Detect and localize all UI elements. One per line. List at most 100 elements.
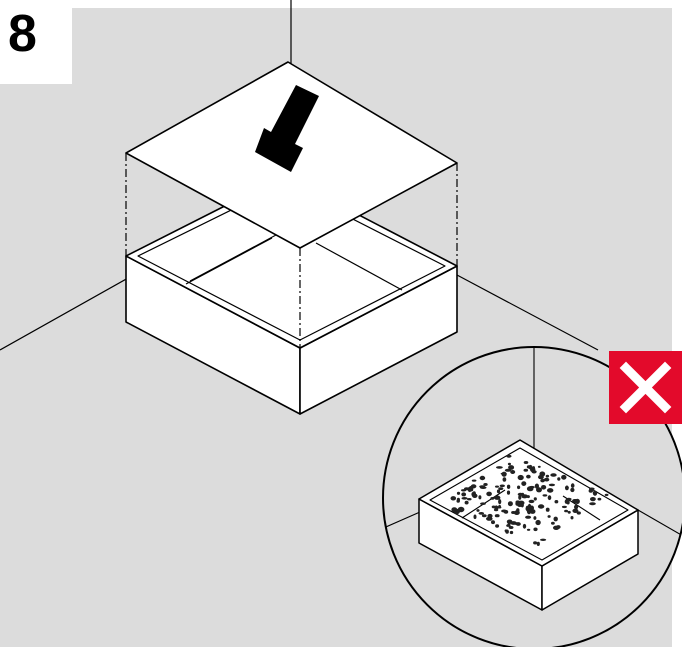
- debris-particle: [498, 487, 504, 490]
- debris-particle: [567, 510, 571, 514]
- debris-particle: [508, 465, 515, 470]
- debris-particle: [545, 507, 550, 512]
- down-arrow-icon: [255, 85, 319, 172]
- debris-particle: [513, 510, 520, 515]
- debris-particle: [461, 492, 467, 497]
- debris-particle: [529, 485, 535, 489]
- debris-particle: [604, 493, 609, 497]
- debris-particle: [547, 495, 552, 501]
- page-border-top: [0, 0, 682, 8]
- debris-particle: [518, 494, 522, 500]
- debris-particle: [506, 490, 511, 495]
- debris-particle: [498, 499, 502, 505]
- debris-particle: [521, 495, 528, 499]
- debris-particle: [516, 502, 523, 508]
- debris-particle: [588, 489, 593, 493]
- debris-particle: [494, 514, 500, 518]
- debris-particle: [494, 495, 501, 500]
- debris-particle: [473, 514, 477, 520]
- debris-particle: [542, 494, 548, 497]
- debris-particle: [538, 474, 544, 480]
- debris-particle: [495, 485, 499, 488]
- debris-particle: [464, 487, 470, 491]
- debris-particle: [537, 465, 541, 468]
- debris-particle: [547, 515, 551, 518]
- debris-particle: [507, 523, 511, 527]
- debris-particle: [472, 493, 478, 498]
- debris-particle: [487, 513, 493, 519]
- x-mark-icon: [609, 351, 682, 424]
- debris-particle: [536, 541, 540, 547]
- debris-particle: [543, 478, 548, 481]
- debris-particle: [496, 506, 502, 509]
- debris-particle: [551, 521, 555, 525]
- debris-particle: [526, 528, 531, 531]
- debris-particle: [461, 497, 468, 500]
- debris-particle: [464, 500, 469, 505]
- debris-particle: [526, 465, 532, 469]
- debris-particle: [547, 488, 554, 493]
- debris-particle: [533, 497, 537, 501]
- debris-particle: [478, 512, 485, 515]
- debris-particle: [533, 541, 538, 545]
- step-number: 8: [0, 0, 72, 84]
- debris-particle: [509, 530, 514, 535]
- debris-particle: [535, 519, 541, 526]
- debris-particle: [476, 509, 480, 512]
- debris-particle: [497, 489, 501, 493]
- debris-particle: [548, 483, 556, 487]
- debris-particle: [499, 484, 505, 488]
- debris-particle: [570, 487, 575, 493]
- debris-particle: [566, 497, 572, 501]
- debris-particle: [510, 470, 516, 474]
- debris-particle: [528, 499, 535, 504]
- debris-particle: [510, 521, 517, 525]
- guide-lines: [125, 153, 458, 348]
- debris-particle: [479, 485, 485, 488]
- debris-particle: [501, 509, 508, 513]
- debris-particle: [574, 504, 579, 510]
- debris-particle: [523, 468, 529, 472]
- debris-particle: [553, 516, 558, 522]
- debris-particle: [491, 505, 496, 509]
- debris-particle: [506, 454, 512, 458]
- debris-particle: [537, 504, 545, 509]
- debris-particle: [541, 485, 547, 490]
- debris-particle: [486, 491, 492, 497]
- debris-particle: [570, 483, 575, 488]
- debris-particle: [483, 483, 488, 486]
- debris-particle: [554, 500, 559, 504]
- debris-particle: [592, 490, 598, 496]
- debris-particle: [553, 525, 560, 530]
- debris-particle: [522, 523, 527, 529]
- debris-particle: [533, 527, 538, 532]
- debris-particle: [451, 507, 458, 513]
- debris-particle: [525, 515, 532, 519]
- debris-particle: [490, 497, 495, 500]
- debris-particle: [507, 501, 513, 507]
- debris-particle: [540, 538, 547, 541]
- debris-particle: [495, 524, 500, 528]
- debris-particle: [526, 474, 531, 479]
- debris-particle: [501, 471, 507, 477]
- debris-particle: [505, 529, 509, 534]
- debris-particles: [450, 454, 609, 547]
- debris-particle: [590, 497, 596, 502]
- debris-particle: [480, 502, 486, 506]
- debris-particle: [557, 477, 561, 481]
- debris-particle: [565, 486, 569, 489]
- debris-particle: [589, 502, 596, 506]
- debris-particle: [533, 516, 537, 520]
- debris-particle: [471, 479, 477, 482]
- debris-particle: [496, 466, 503, 469]
- debris-particle: [536, 487, 542, 493]
- debris-particle: [508, 526, 514, 529]
- debris-particle: [450, 496, 457, 501]
- debris-particle: [570, 516, 574, 520]
- debris-particle: [550, 473, 557, 477]
- debris-particle: [523, 461, 529, 464]
- debris-particle: [572, 508, 579, 513]
- debris-particle: [481, 514, 487, 518]
- debris-particle: [456, 497, 460, 502]
